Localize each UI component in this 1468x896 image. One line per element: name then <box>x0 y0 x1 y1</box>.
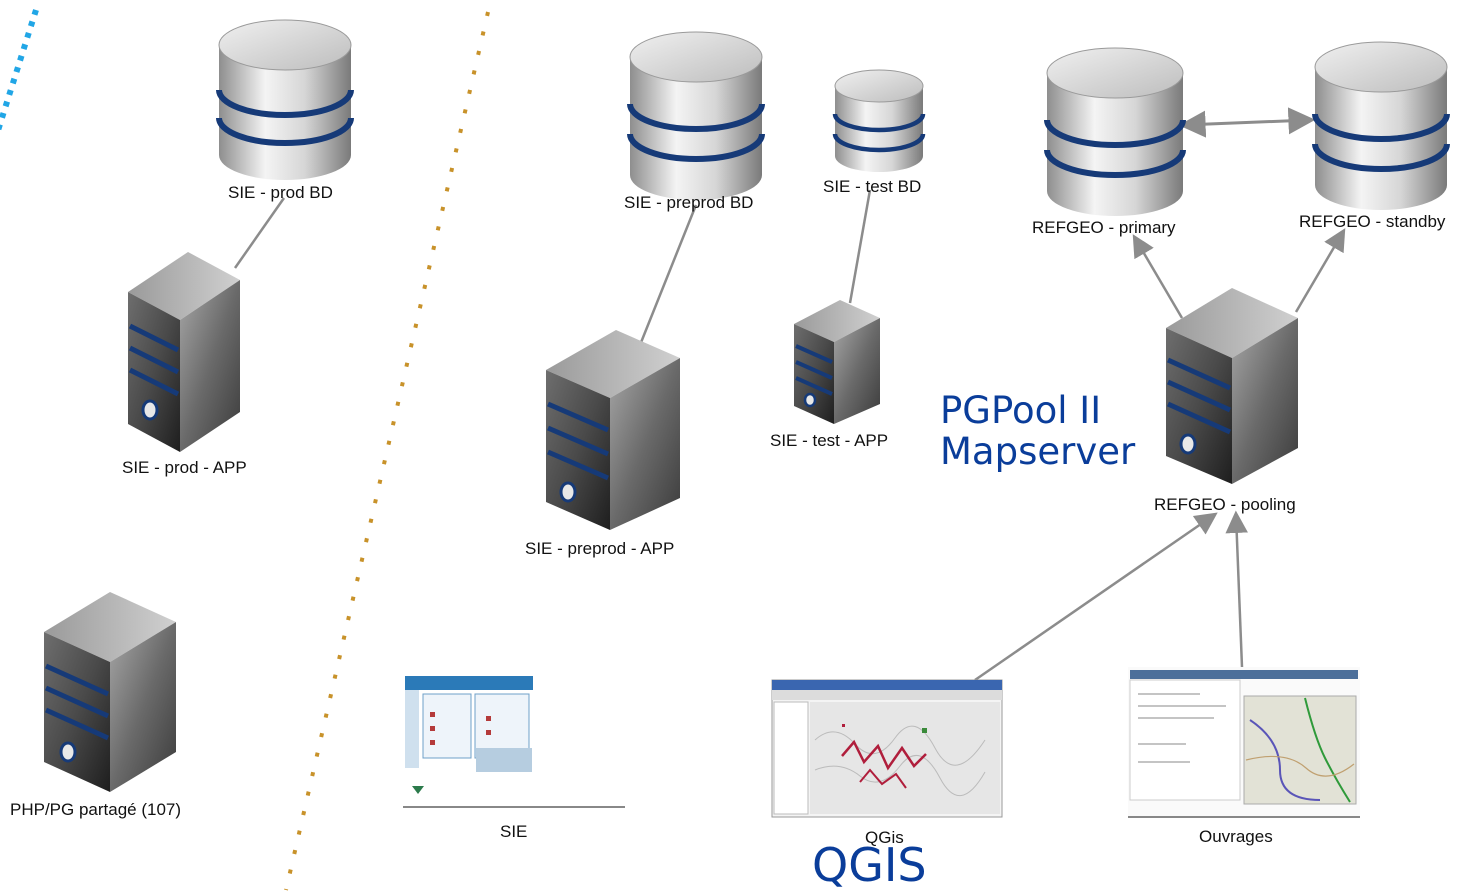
database-icon <box>627 31 765 200</box>
annotation-pgpool-line1: PGPool II <box>940 389 1102 432</box>
label-sie-prod-bd: SIE - prod BD <box>228 183 333 202</box>
sie-web-screenshot <box>403 672 625 808</box>
label-refgeo-pooling: REFGEO - pooling <box>1154 495 1296 514</box>
database-icon <box>1044 47 1186 216</box>
link-pooling-primary <box>1132 234 1184 319</box>
label-ouvrages-client: Ouvrages <box>1199 827 1273 846</box>
left-dotted-separator <box>0 9 39 135</box>
link-prod-app-bd <box>233 197 286 269</box>
database-icon <box>832 69 926 172</box>
label-sie-preprod-bd: SIE - preprod BD <box>624 193 754 212</box>
annotation-pgpool-line2: Mapserver <box>940 430 1136 474</box>
link-test-app-bd <box>848 189 872 304</box>
link-qgis-pooling <box>974 512 1218 682</box>
label-refgeo-primary: REFGEO - primary <box>1032 218 1176 237</box>
label-refgeo-standby: REFGEO - standby <box>1299 212 1446 231</box>
server-icon <box>128 252 240 452</box>
ouvrages-app-screenshot <box>1128 667 1360 818</box>
label-sie-test-app: SIE - test - APP <box>770 431 889 450</box>
server-icon <box>546 330 680 530</box>
label-sie-preprod-app: SIE - preprod - APP <box>525 539 675 558</box>
link-preprod-app-bd <box>638 204 698 346</box>
label-sie-client: SIE <box>500 822 528 841</box>
label-qgis-client: QGis <box>865 828 904 847</box>
server-icon <box>44 592 176 792</box>
qgis-app-screenshot <box>771 679 1003 818</box>
label-sie-prod-app: SIE - prod - APP <box>122 458 247 477</box>
link-primary-standby <box>1178 107 1316 138</box>
link-pooling-standby <box>1294 228 1346 313</box>
server-icon <box>794 300 880 424</box>
annotation-pgpool: PGPool II Mapserver <box>940 390 1135 473</box>
annotation-qgis: QGIS <box>812 838 927 892</box>
link-ouvrages-pooling <box>1225 510 1248 668</box>
database-icon <box>1312 41 1450 210</box>
label-sie-test-bd: SIE - test BD <box>823 177 922 196</box>
server-icon <box>1166 288 1298 484</box>
database-icon <box>216 19 354 180</box>
label-php-pg-shared: PHP/PG partagé (107) <box>10 800 182 819</box>
